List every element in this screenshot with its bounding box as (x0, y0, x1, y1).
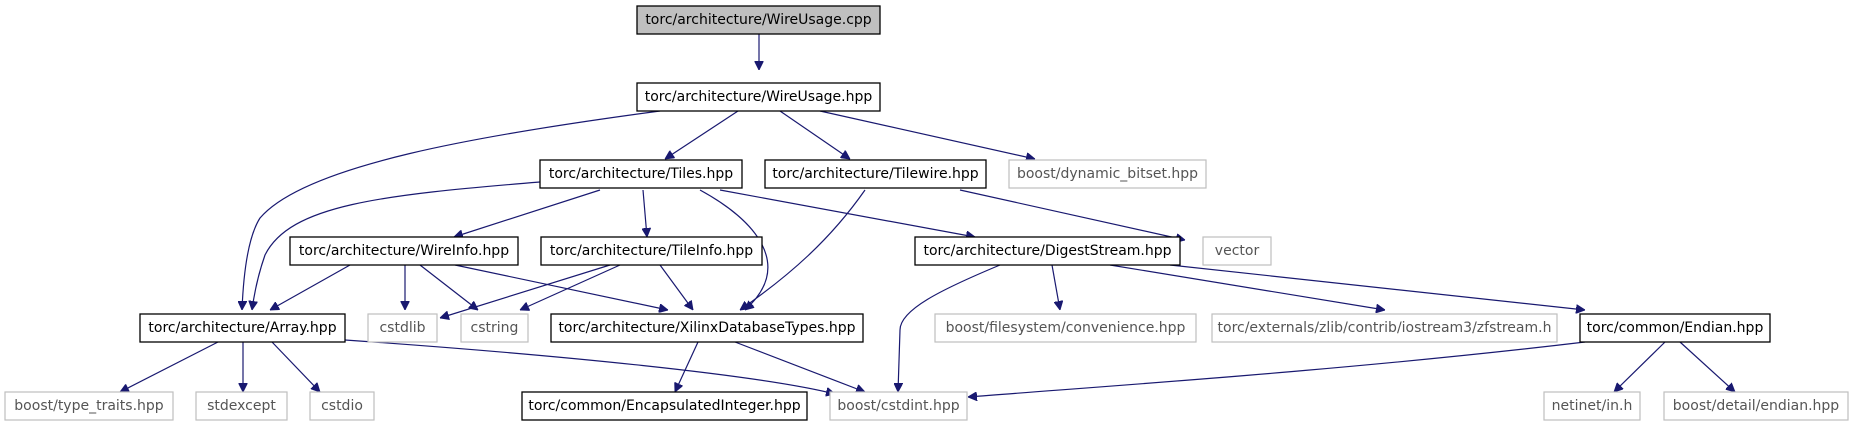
edge-tiles-to-tileinfo (643, 189, 647, 237)
edge-wireinfo-to-xilinxdb (454, 264, 668, 310)
node-fs-convenience[interactable]: boost/filesystem/convenience.hpp (934, 313, 1197, 343)
node-label: stdexcept (207, 398, 276, 414)
edge-digeststream-to-cstdint (898, 264, 1001, 392)
node-label: torc/architecture/TileInfo.hpp (550, 243, 753, 259)
node-label: torc/architecture/XilinxDatabaseTypes.hp… (558, 320, 855, 336)
node-tileinfo-hpp[interactable]: torc/architecture/TileInfo.hpp (540, 236, 763, 266)
node-dynamic-bitset[interactable]: boost/dynamic_bitset.hpp (1008, 159, 1207, 189)
edge-array-to-type-traits (120, 341, 219, 393)
edge-wireusage-hpp-to-dynamic-bitset (819, 110, 1035, 159)
edge-tileinfo-to-xilinxdb (659, 264, 693, 310)
edge-xilinxdb-to-cstdint (734, 341, 865, 392)
node-label: cstring (471, 320, 519, 336)
edge-endian-to-cstdint (968, 341, 1586, 397)
edge-xilinxdb-to-encapsulated-int (675, 341, 699, 392)
node-type-traits[interactable]: boost/type_traits.hpp (4, 391, 174, 421)
node-endian-hpp[interactable]: torc/common/Endian.hpp (1579, 313, 1771, 343)
node-label: vector (1215, 243, 1260, 259)
node-vector[interactable]: vector (1202, 236, 1272, 266)
edge-wireusage-hpp-to-array (242, 110, 661, 310)
edge-endian-to-detail-endian (1679, 341, 1735, 392)
node-encapsulated-int[interactable]: torc/common/EncapsulatedInteger.hpp (521, 391, 808, 421)
node-cstdint[interactable]: boost/cstdint.hpp (829, 391, 968, 421)
edge-wireinfo-to-array (270, 264, 351, 311)
node-cstdio[interactable]: cstdio (309, 391, 375, 421)
node-label: cstdlib (379, 320, 425, 336)
node-wireinfo-hpp[interactable]: torc/architecture/WireInfo.hpp (289, 236, 519, 266)
node-cstdlib[interactable]: cstdlib (367, 313, 438, 343)
node-label: torc/architecture/WireUsage.cpp (645, 12, 871, 28)
node-label: boost/cstdint.hpp (837, 398, 959, 414)
edge-digeststream-to-fs-convenience (1051, 264, 1060, 310)
node-cstring[interactable]: cstring (460, 313, 529, 343)
edge-array-to-cstdio (271, 341, 320, 392)
edge-array-to-cstdint (344, 339, 835, 394)
node-label: torc/architecture/WireUsage.hpp (645, 89, 873, 105)
edge-tileinfo-to-cstring (520, 264, 621, 310)
edge-tilewire-to-vector (959, 189, 1185, 240)
edge-wireusage-hpp-to-tilewire (779, 110, 850, 159)
node-array-hpp[interactable]: torc/architecture/Array.hpp (139, 313, 346, 343)
dependency-edges (120, 34, 1735, 397)
edge-digeststream-to-zfstream (1109, 264, 1385, 310)
node-label: torc/architecture/Tiles.hpp (549, 166, 733, 182)
node-xilinxdb-hpp[interactable]: torc/architecture/XilinxDatabaseTypes.hp… (550, 313, 864, 343)
node-label: torc/common/Endian.hpp (1587, 320, 1764, 336)
node-label: torc/architecture/DigestStream.hpp (923, 243, 1171, 259)
edge-tileinfo-to-cstdlib (440, 264, 611, 318)
node-netinet-in[interactable]: netinet/in.h (1543, 391, 1641, 421)
node-stdexcept[interactable]: stdexcept (195, 391, 288, 421)
node-tiles-hpp[interactable]: torc/architecture/Tiles.hpp (539, 159, 743, 189)
node-wireusage-hpp[interactable]: torc/architecture/WireUsage.hpp (636, 82, 881, 112)
edge-wireusage-hpp-to-tiles (665, 110, 739, 159)
node-digeststream-hpp[interactable]: torc/architecture/DigestStream.hpp (914, 236, 1181, 266)
edge-wireinfo-to-cstring (419, 264, 478, 310)
node-label: torc/architecture/WireInfo.hpp (299, 243, 509, 259)
edge-digeststream-to-endian (1169, 264, 1585, 310)
node-detail-endian[interactable]: boost/detail/endian.hpp (1663, 391, 1849, 421)
node-wireusage-cpp[interactable]: torc/architecture/WireUsage.cpp (636, 5, 881, 35)
node-label: torc/architecture/Tilewire.hpp (772, 166, 978, 182)
node-tilewire-hpp[interactable]: torc/architecture/Tilewire.hpp (764, 159, 987, 189)
node-label: torc/architecture/Array.hpp (148, 320, 336, 336)
node-zfstream[interactable]: torc/externals/zlib/contrib/iostream3/zf… (1211, 313, 1558, 343)
edge-tilewire-to-xilinxdb (740, 189, 866, 310)
node-label: boost/dynamic_bitset.hpp (1017, 166, 1198, 182)
node-label: boost/type_traits.hpp (14, 398, 163, 414)
node-label: cstdio (321, 398, 363, 414)
edge-endian-to-netinet-in (1614, 341, 1666, 392)
node-label: boost/detail/endian.hpp (1673, 398, 1840, 414)
edge-tiles-to-wireinfo (454, 189, 601, 237)
edge-tiles-to-array (252, 181, 541, 310)
node-label: netinet/in.h (1552, 398, 1633, 414)
node-label: torc/common/EncapsulatedInteger.hpp (528, 398, 800, 414)
node-label: boost/filesystem/convenience.hpp (946, 320, 1186, 336)
node-label: torc/externals/zlib/contrib/iostream3/zf… (1218, 320, 1552, 336)
